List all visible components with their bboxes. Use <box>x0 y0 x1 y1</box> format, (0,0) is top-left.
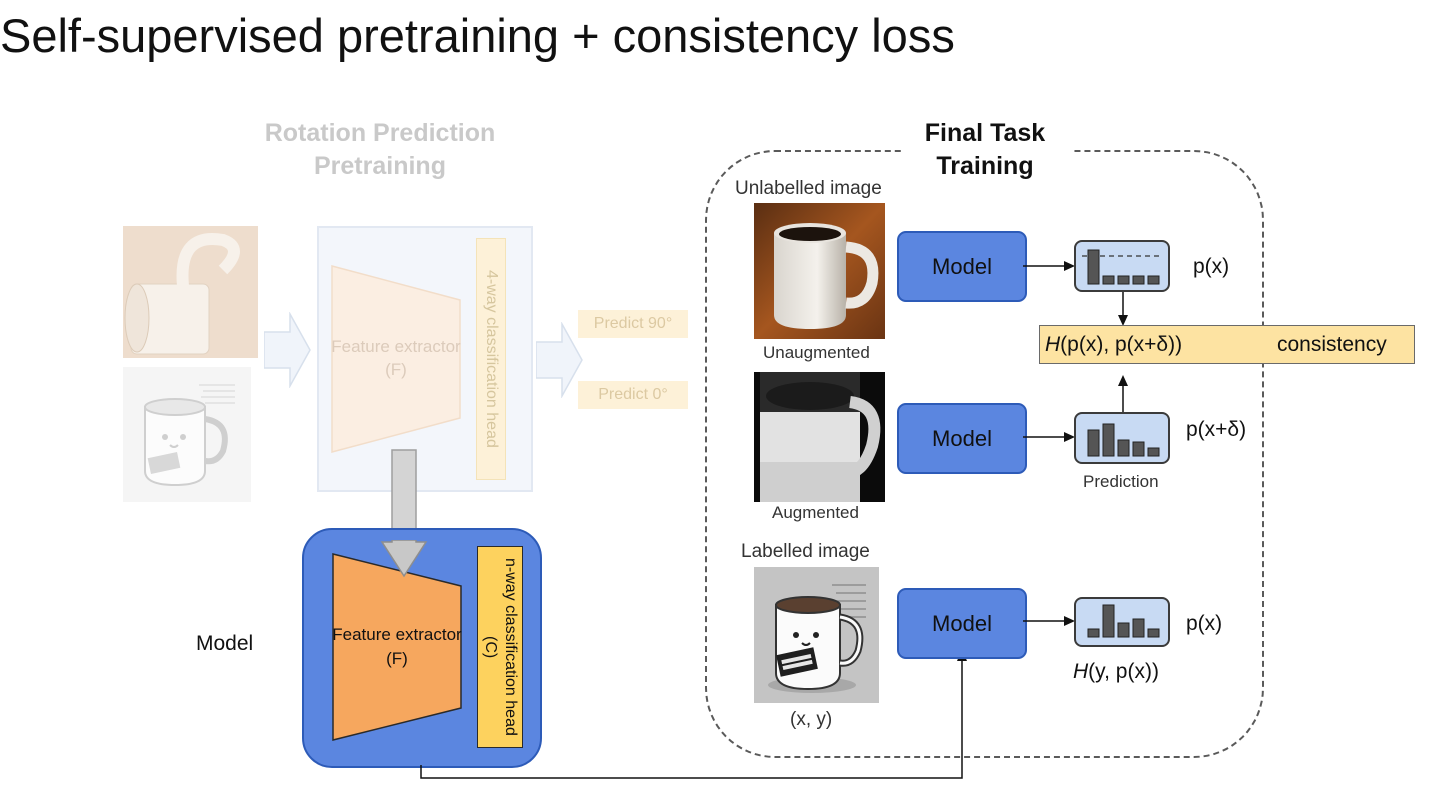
predict-90-faded: Predict 90° <box>578 310 688 338</box>
augmented-caption: Augmented <box>772 503 859 522</box>
prediction-caption: Prediction <box>1083 472 1159 491</box>
feature-extractor-shape-faded <box>331 265 461 453</box>
p-x-label: p(x) <box>1193 255 1230 278</box>
p-x-labelled-label: p(x) <box>1186 612 1223 635</box>
model-box-augmented: Model <box>897 403 1027 474</box>
feature-extractor-label: Feature extractor (F) <box>332 625 462 668</box>
arrow-to-predictions-faded <box>536 322 583 398</box>
arrow-model1-to-hist <box>1023 261 1075 271</box>
model-box-labelled: Model <box>897 588 1027 659</box>
xy-caption: (x, y) <box>790 709 833 730</box>
unaugmented-mug-photo <box>754 203 885 339</box>
feature-extractor-label-faded: Feature extractor (F) <box>331 337 461 379</box>
consistency-formula: H(p(x), p(x+δ)) <box>1045 333 1182 357</box>
unaugmented-caption: Unaugmented <box>763 343 870 362</box>
consistency-box: H(p(x), p(x+δ)) consistency <box>1039 325 1415 364</box>
labelled-cartoon-mug <box>754 567 879 703</box>
p-x-delta-label: p(x+δ) <box>1186 418 1247 441</box>
supervised-formula-h: H <box>1073 660 1089 683</box>
consistency-label: consistency <box>1277 333 1387 356</box>
unlabelled-caption: Unlabelled image <box>735 178 882 199</box>
consistency-formula-rest: (p(x), p(x+δ)) <box>1060 333 1183 356</box>
predict-0-faded: Predict 0° <box>578 381 688 409</box>
consistency-formula-h: H <box>1045 333 1061 356</box>
arrow-model3-to-hist <box>1023 616 1075 626</box>
arrow-hist2-to-consistency <box>1118 375 1128 412</box>
model-label: Model <box>196 632 254 655</box>
feature-extractor-shape <box>332 553 462 741</box>
final-task-title: Final Task Training <box>924 119 1046 180</box>
histogram-p-x-delta <box>1074 412 1170 464</box>
labelled-caption: Labelled image <box>741 541 870 562</box>
four-way-head-label: 4-way classification head <box>483 270 500 448</box>
n-way-head: n-way classification head (C) <box>477 546 523 748</box>
cartoon-mug-faded <box>123 367 251 502</box>
arrow-hist1-to-consistency <box>1118 292 1128 326</box>
arrow-model2-to-hist <box>1023 432 1075 442</box>
slide-title: Self-supervised pretraining + consistenc… <box>0 9 955 62</box>
supervised-formula-rest: (y, p(x)) <box>1088 660 1159 683</box>
rotated-mug-photo <box>123 226 258 358</box>
supervised-loss-formula: H(y, p(x)) <box>1073 660 1159 684</box>
augmented-mug-photo <box>754 372 885 502</box>
arrow-to-extractor-faded <box>264 312 311 388</box>
histogram-p-x <box>1074 240 1170 292</box>
model-box-unaugmented: Model <box>897 231 1027 302</box>
transfer-arrow-tip <box>380 540 428 578</box>
n-way-head-label: n-way classification head (C) <box>482 558 519 736</box>
histogram-p-x-labelled <box>1074 597 1170 647</box>
four-way-head-faded: 4-way classification head <box>476 238 506 480</box>
rotation-pretraining-title: Rotation Prediction Pretraining <box>264 119 496 180</box>
